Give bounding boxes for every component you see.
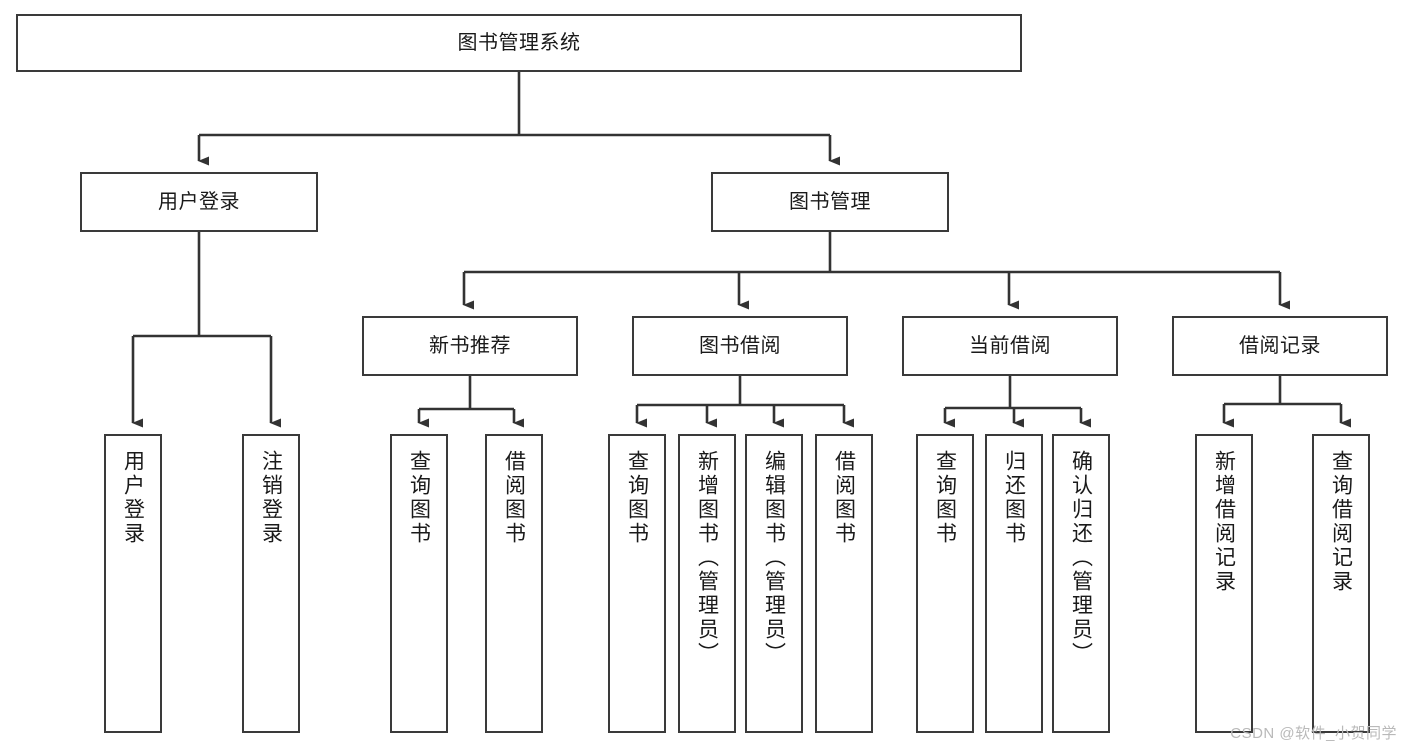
node-leaf-query-borrow-record-label: 查询借阅记录: [1329, 450, 1353, 594]
node-leaf-query-borrow-record[interactable]: 查询借阅记录: [1312, 434, 1370, 733]
node-user-login-label: 用户登录: [158, 191, 240, 213]
node-book-management-label: 图书管理: [789, 191, 871, 213]
node-root-label: 图书管理系统: [457, 32, 581, 54]
node-leaf-return-book-label: 归还图书: [1002, 450, 1026, 546]
node-leaf-query-book-borrow[interactable]: 查询图书: [608, 434, 666, 733]
connector-root-to-level1: [197, 72, 840, 166]
node-leaf-return-book[interactable]: 归还图书: [985, 434, 1043, 733]
node-current-borrow-label: 当前借阅: [969, 335, 1051, 357]
node-new-book-recommend-label: 新书推荐: [429, 335, 511, 357]
node-leaf-logout[interactable]: 注销登录: [242, 434, 300, 733]
connector-userlogin-to-leaves: [131, 232, 281, 428]
node-leaf-edit-book-admin-label: 编辑图书（管理员）: [762, 450, 786, 666]
node-leaf-add-borrow-record[interactable]: 新增借阅记录: [1195, 434, 1253, 733]
node-borrow-record-label: 借阅记录: [1239, 335, 1321, 357]
node-leaf-confirm-return-admin-label: 确认归还（管理员）: [1069, 450, 1093, 666]
csdn-watermark: CSDN @软件_小贺同学: [1230, 725, 1397, 742]
node-leaf-query-book-current[interactable]: 查询图书: [916, 434, 974, 733]
node-leaf-confirm-return-admin[interactable]: 确认归还（管理员）: [1052, 434, 1110, 733]
node-current-borrow[interactable]: 当前借阅: [902, 316, 1118, 376]
node-leaf-borrow-book-label: 借阅图书: [832, 450, 856, 546]
connector-currentborrow-to-leaves: [943, 376, 1091, 428]
node-book-management[interactable]: 图书管理: [711, 172, 949, 232]
node-borrow-record[interactable]: 借阅记录: [1172, 316, 1388, 376]
connector-borrowrecord-to-leaves: [1222, 376, 1351, 428]
node-leaf-query-book-borrow-label: 查询图书: [625, 450, 649, 546]
node-leaf-user-login[interactable]: 用户登录: [104, 434, 162, 733]
node-leaf-add-book-admin-label: 新增图书（管理员）: [695, 450, 719, 666]
node-leaf-query-book-current-label: 查询图书: [933, 450, 957, 546]
connector-recommend-to-leaves: [417, 376, 524, 428]
connector-bookmgmt-to-level2: [462, 232, 1290, 310]
connector-bookborrow-to-leaves: [635, 376, 854, 428]
node-root[interactable]: 图书管理系统: [16, 14, 1022, 72]
node-new-book-recommend[interactable]: 新书推荐: [362, 316, 578, 376]
node-leaf-user-login-label: 用户登录: [121, 450, 145, 546]
node-leaf-add-book-admin[interactable]: 新增图书（管理员）: [678, 434, 736, 733]
node-book-borrow[interactable]: 图书借阅: [632, 316, 848, 376]
node-leaf-query-book-recommend-label: 查询图书: [407, 450, 431, 546]
node-leaf-query-book-recommend[interactable]: 查询图书: [390, 434, 448, 733]
node-leaf-borrow-book[interactable]: 借阅图书: [815, 434, 873, 733]
node-leaf-edit-book-admin[interactable]: 编辑图书（管理员）: [745, 434, 803, 733]
node-book-borrow-label: 图书借阅: [699, 335, 781, 357]
node-leaf-borrow-book-recommend-label: 借阅图书: [502, 450, 526, 546]
node-leaf-add-borrow-record-label: 新增借阅记录: [1212, 450, 1236, 594]
node-user-login[interactable]: 用户登录: [80, 172, 318, 232]
node-leaf-logout-label: 注销登录: [259, 450, 283, 546]
node-leaf-borrow-book-recommend[interactable]: 借阅图书: [485, 434, 543, 733]
